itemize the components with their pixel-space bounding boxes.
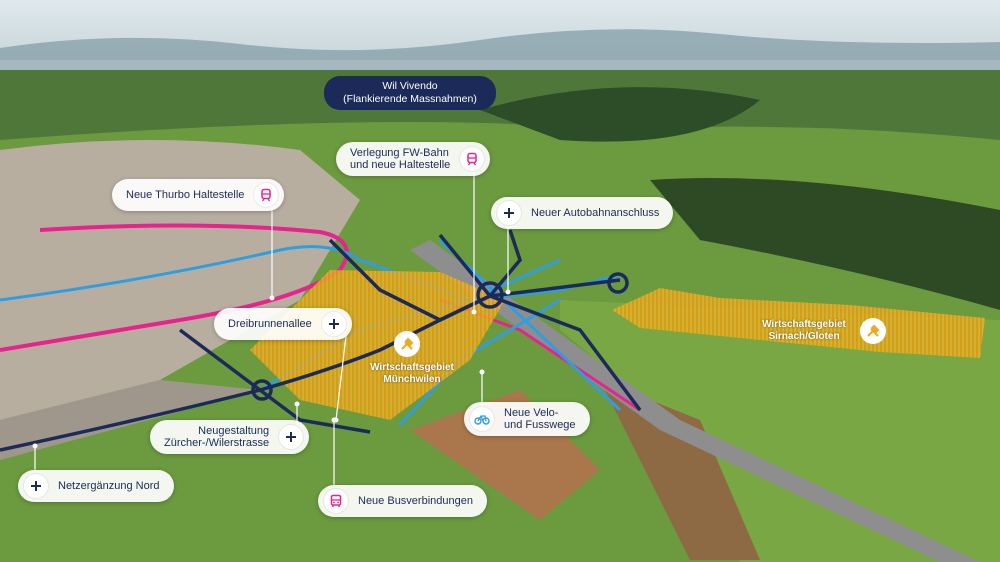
leader-lines (34, 172, 509, 486)
callout-label: Netzergänzung Nord (58, 480, 160, 492)
zone-line2: Sirnach/Gloten (768, 331, 840, 342)
zone-label-sirnach: Wirtschaftsgebiet Sirnach/Gloten (754, 319, 854, 343)
zone-line1: Wirtschaftsgebiet (370, 362, 454, 373)
plus-icon (497, 201, 521, 225)
callout-label: Neue Busverbindungen (358, 495, 473, 507)
callout-line2: und neue Haltestelle (350, 159, 451, 171)
zone-sirnach (612, 288, 985, 358)
callout-thurbo[interactable]: Neue Thurbo Haltestelle (112, 179, 285, 211)
callout-fwbahn[interactable]: Verlegung FW-Bahn und neue Haltestelle (336, 142, 491, 176)
callout-dreibrunnen[interactable]: Dreibrunnenallee (214, 308, 352, 340)
zone-label-muenchwilen: Wirtschaftsgebiet Münchwilen (362, 362, 462, 386)
tools-icon (860, 318, 886, 344)
zone-line1: Wirtschaftsgebiet (762, 319, 846, 330)
road (178, 328, 371, 434)
callout-autobahn[interactable]: Neuer Autobahnanschluss (491, 197, 674, 229)
zone-line2: Münchwilen (383, 374, 441, 385)
velo-path (438, 238, 622, 412)
callout-line1: Verlegung FW-Bahn (350, 147, 449, 159)
forest (480, 87, 760, 142)
train-icon (254, 183, 279, 207)
roundabout (607, 272, 629, 294)
callout-netz[interactable]: Netzergänzung Nord (18, 470, 174, 502)
title-line2: (Flankierende Massnahmen) (343, 93, 477, 105)
ploughed-field (600, 380, 760, 560)
callout-label: Neuer Autobahnanschluss (531, 207, 660, 219)
plus-icon (24, 474, 48, 498)
callout-bus[interactable]: Neue Busverbindungen (318, 485, 487, 517)
callout-label: Neue Thurbo Haltestelle (126, 189, 245, 201)
callout-line1: Neue Velo- (504, 407, 559, 419)
train-icon (460, 147, 485, 171)
fields (560, 300, 1000, 562)
road (328, 229, 522, 322)
forest (650, 178, 1000, 310)
tools-icon (394, 331, 420, 357)
motorway (410, 240, 980, 562)
roundabout (476, 281, 504, 309)
title-badge: Wil Vivendo (Flankierende Massnahmen) (324, 76, 496, 110)
callout-velo[interactable]: Neue Velo- und Fusswege (464, 402, 590, 436)
velo-path (0, 245, 621, 302)
title-line1: Wil Vivendo (382, 80, 438, 92)
road (438, 233, 642, 412)
callout-line1: Neugestaltung (198, 425, 270, 437)
callout-line2: und Fusswege (504, 419, 576, 431)
plus-icon (279, 425, 304, 449)
bicycle-icon (470, 407, 494, 431)
leader-dots (32, 289, 511, 449)
callout-zuercher[interactable]: Neugestaltung Zürcher-/Wilerstrasse (150, 420, 310, 454)
railway-line (0, 223, 349, 352)
plus-icon (321, 312, 346, 336)
roundabout (251, 379, 273, 401)
callout-line2: Zürcher-/Wilerstrasse (164, 437, 270, 449)
bus-icon (324, 489, 348, 513)
distant-hills (0, 29, 1000, 80)
callout-label: Dreibrunnenallee (228, 318, 312, 330)
zone-muenchwilen (250, 270, 505, 420)
